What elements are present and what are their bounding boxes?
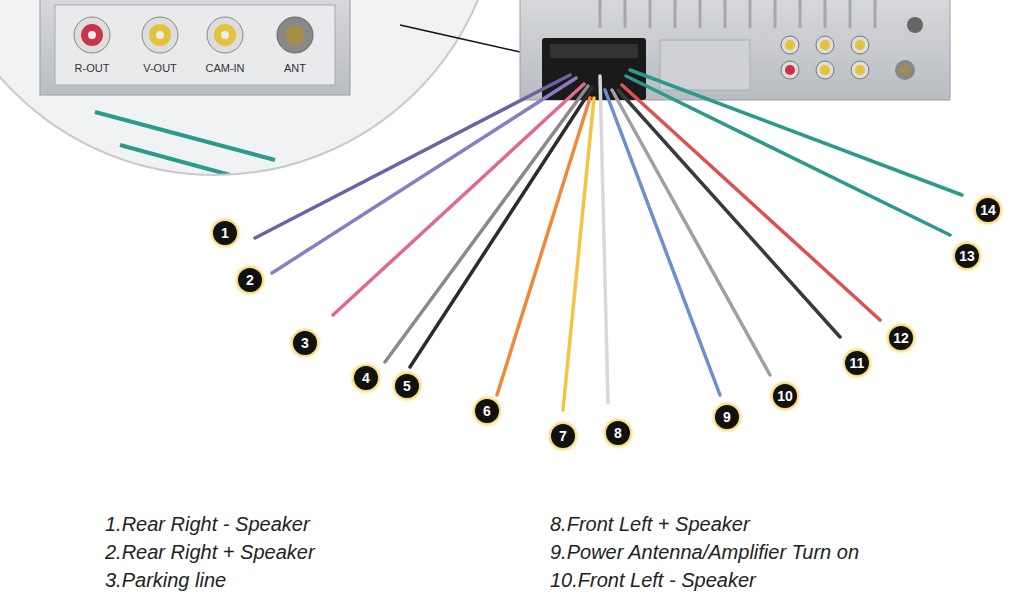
callout-number: 4 [354, 366, 378, 390]
legend-text: 3.Parking line [105, 569, 226, 592]
callout-number: 13 [955, 244, 979, 268]
wire-harness [255, 70, 962, 410]
legend-text: 9.Power Antenna/Amplifier Turn on [550, 541, 859, 564]
jack-label: ANT [283, 62, 307, 74]
inset-view [0, 0, 520, 200]
jack-label: V-OUT [142, 62, 178, 74]
callout-number: 3 [293, 331, 317, 355]
callout-number: 12 [889, 326, 913, 350]
callout-number: 14 [976, 198, 1000, 222]
callout-number: 8 [606, 421, 630, 445]
callout-number: 10 [773, 384, 797, 408]
callout-number: 5 [395, 374, 419, 398]
callout-number: 1 [213, 221, 237, 245]
legend-text: 10.Front Left - Speaker [550, 569, 756, 592]
legend-text: 2.Rear Right + Speaker [105, 541, 315, 564]
callout-number: 2 [238, 268, 262, 292]
jack-label: CAM-IN [204, 62, 245, 74]
callout-number: 11 [845, 351, 869, 375]
callout-number: 7 [551, 424, 575, 448]
legend-text: 1.Rear Right - Speaker [105, 513, 310, 536]
callout-number: 9 [715, 405, 739, 429]
legend-text: 8.Front Left + Speaker [550, 513, 750, 536]
jack-label: R-OUT [74, 62, 111, 74]
callout-number: 6 [475, 399, 499, 423]
